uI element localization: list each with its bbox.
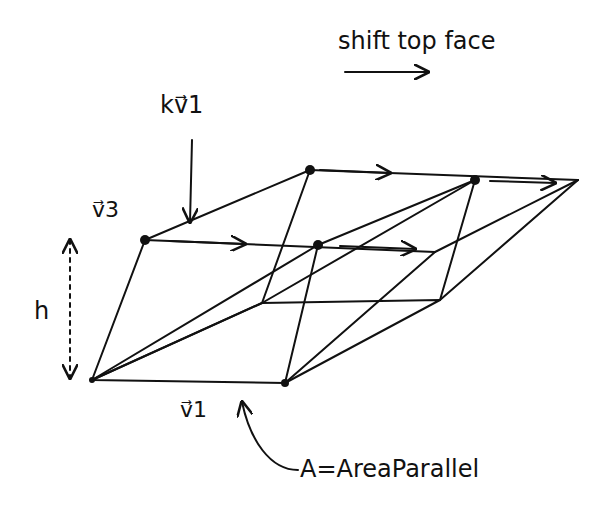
vector-label: v⃗1 <box>180 398 207 422</box>
vector-label: kv⃗1 <box>160 92 203 118</box>
vector-label: v⃗3 <box>92 198 119 222</box>
height-label: h <box>34 298 49 324</box>
shift-caption: shift top face <box>338 28 496 54</box>
area-note: A=AreaParallel <box>300 456 479 482</box>
